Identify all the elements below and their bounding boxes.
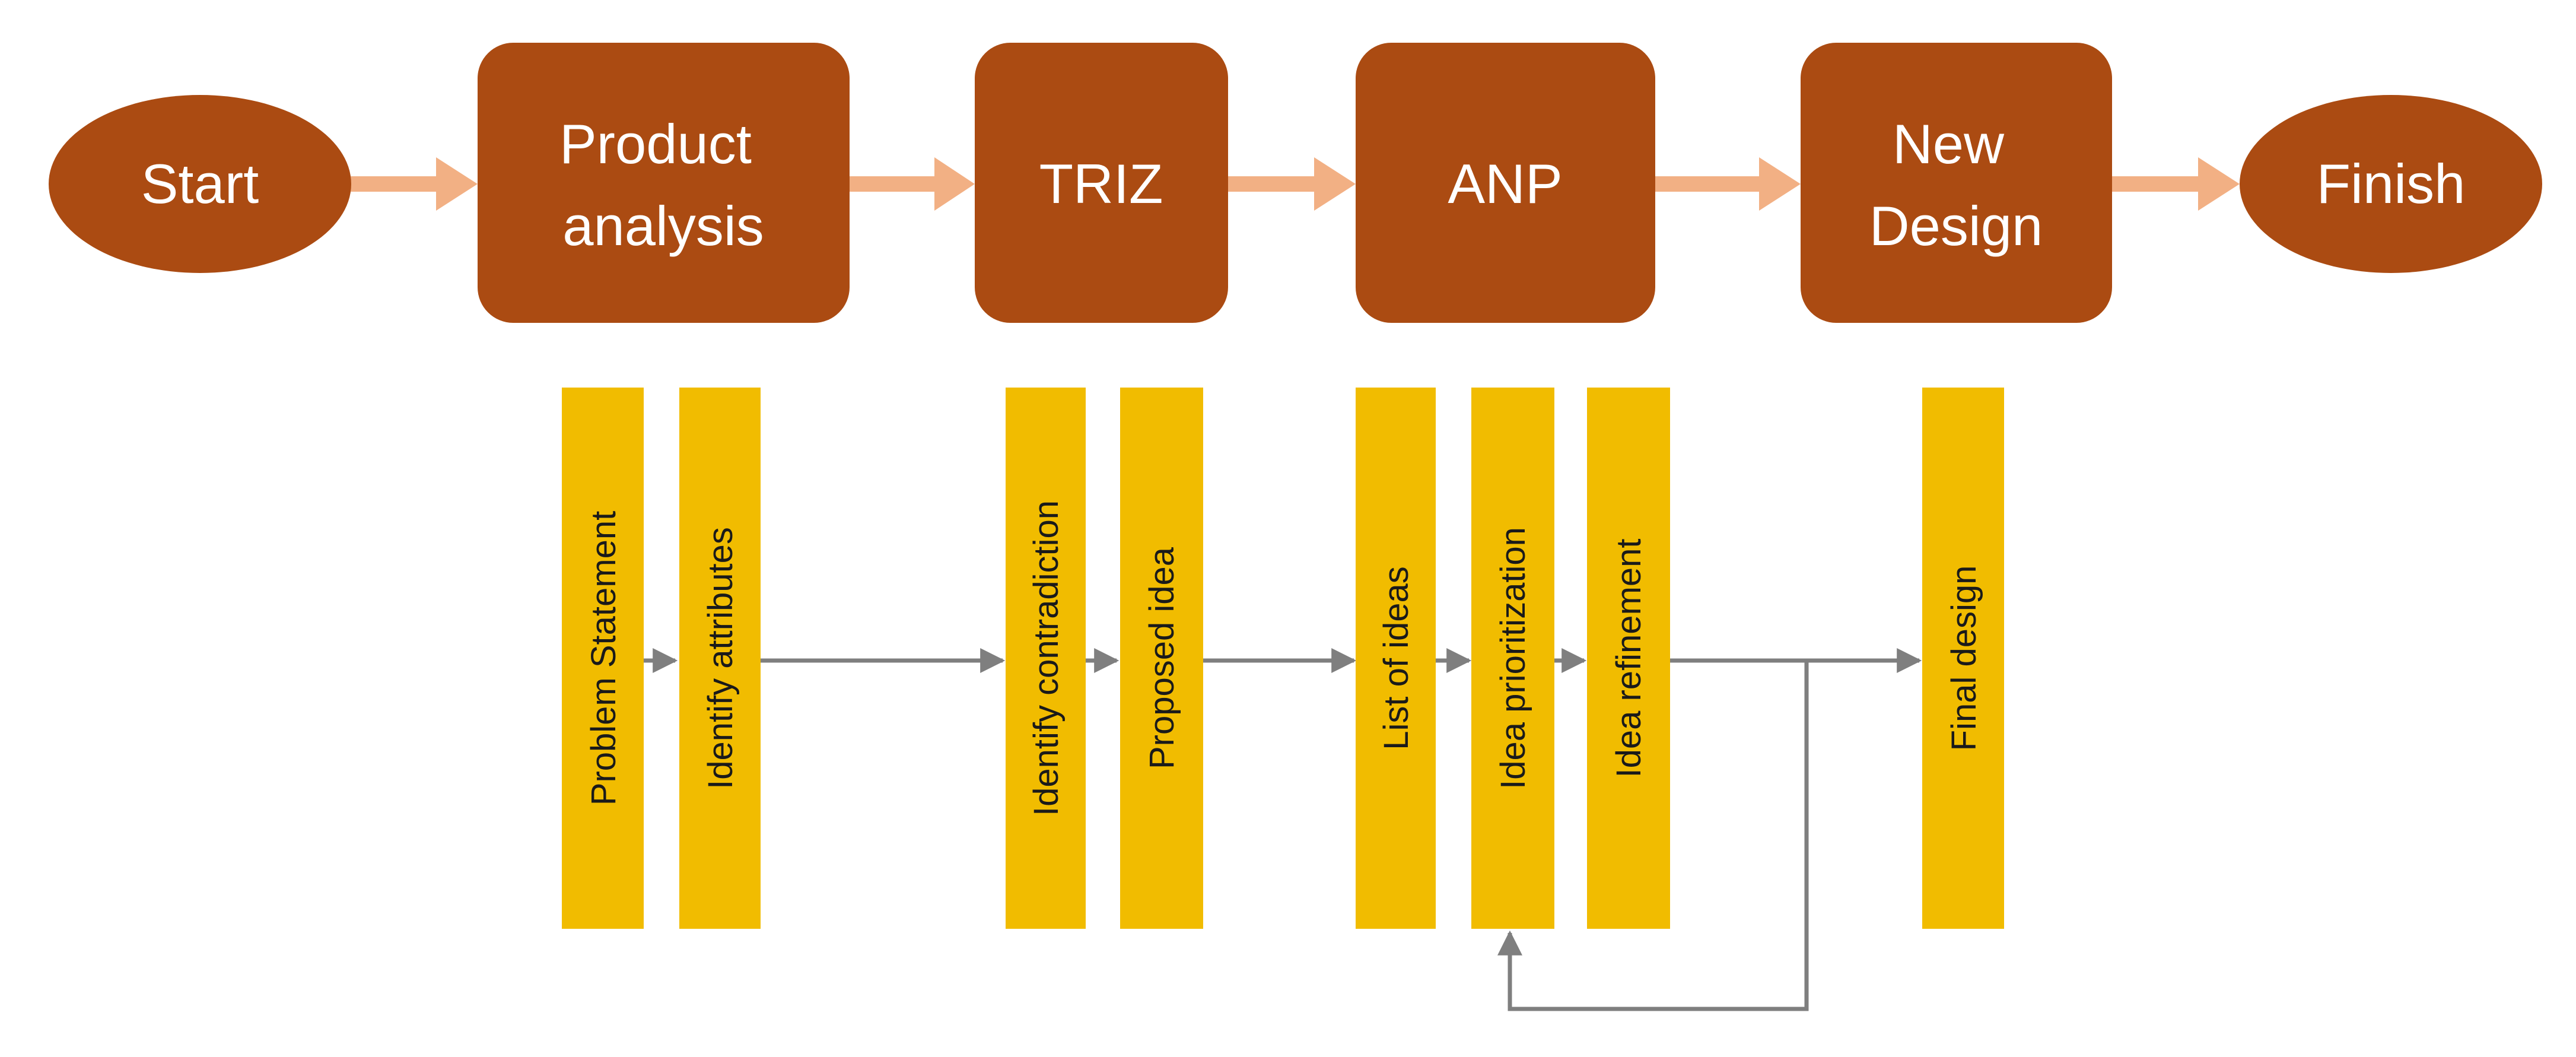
finish-ellipse [2240,95,2542,273]
connector-feedback-loop-to-idea-prioritization [1497,661,1809,1011]
step-list-of-ideas: List of ideas [1356,388,1436,929]
stage-product-analysis-line-1: Product [559,113,752,175]
step-problem-statement-bar [562,388,644,929]
stage-new-design-line-2: Design [1869,195,2043,257]
triz-box [975,43,1228,323]
stage-product-analysis-line-2: analysis [562,195,764,257]
product-analysis-box [478,43,850,323]
step-proposed-idea-bar [1120,388,1203,929]
step-connectors [644,648,1922,1011]
step-list-of-ideas-bar [1356,388,1436,929]
stage-arrows [350,157,2240,211]
stage-finish-label: Finish [2317,153,2466,215]
stage-triz-label: TRIZ [1039,153,1163,215]
stage-start-label: Start [141,153,259,215]
step-problem-statement: Problem Statement [562,388,644,929]
step-problem-statement-label: Problem Statement [584,511,623,805]
stage-arrow-new-design-to-finish [2112,157,2240,211]
step-idea-prioritization-label: Idea prioritization [1494,527,1532,789]
start-ellipse [49,95,351,273]
step-proposed-idea-label: Proposed idea [1143,547,1181,769]
stage-product-analysis: Product analysis [478,43,850,323]
stage-arrow-anp-to-new-design [1655,157,1801,211]
step-idea-prioritization-bar [1471,388,1554,929]
stage-arrow-triz-to-anp [1228,157,1356,211]
step-idea-prioritization: Idea prioritization [1471,388,1554,929]
step-final-design-bar [1922,388,2004,929]
step-identify-attributes-label: Identify attributes [701,527,740,789]
step-final-design-label: Final design [1945,566,1983,751]
step-identify-attributes-bar [679,388,761,929]
step-idea-refinement: Idea refinement [1587,388,1670,929]
stage-new-design-line-1: New [1893,113,2005,175]
anp-box [1356,43,1655,323]
step-identify-contradiction: Identify contradiction [1006,388,1086,929]
step-identify-contradiction-bar [1006,388,1086,929]
stage-product-analysis-label: Product analysis [559,113,767,257]
step-proposed-idea: Proposed idea [1120,388,1203,929]
stage-arrow-start-to-product-analysis [350,157,478,211]
stage-anp: ANP [1356,43,1655,323]
stage-new-design-label: New Design [1869,113,2043,257]
stage-anp-label: ANP [1448,153,1562,215]
stage-new-design: New Design [1801,43,2112,323]
step-bars: Problem Statement Identify attributes Id… [562,388,2004,929]
step-final-design: Final design [1922,388,2004,929]
stage-arrow-product-analysis-to-triz [850,157,975,211]
step-idea-refinement-bar [1587,388,1670,929]
step-identify-contradiction-label: Identify contradiction [1027,500,1066,816]
new-design-box [1801,43,2112,323]
step-idea-refinement-label: Idea refinement [1610,538,1648,777]
stage-start: Start [49,95,351,273]
step-identify-attributes: Identify attributes [679,388,761,929]
stage-triz: TRIZ [975,43,1228,323]
stage-finish: Finish [2240,95,2542,273]
step-list-of-ideas-label: List of ideas [1377,566,1416,750]
